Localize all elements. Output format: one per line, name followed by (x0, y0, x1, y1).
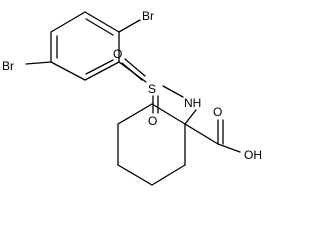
carbonyl-oxygen-label: O (213, 105, 222, 119)
sulfonyl-oxygen-left-label: O (113, 47, 122, 61)
cyclohexane-ring (117, 103, 186, 186)
structure-diagram: Br Br S O O NH O OH (2, 9, 262, 186)
bromine-top-label: Br (142, 9, 154, 23)
sulfur-label: S (148, 82, 156, 96)
sulfonyl-oxygen-bottom-label: O (148, 114, 157, 128)
carboxyl-bonds (184, 119, 241, 153)
sulfonyl-bonds (118, 58, 197, 125)
nh-label: NH (184, 96, 201, 110)
benzene-ring (50, 11, 120, 81)
hydroxyl-label: OH (244, 148, 262, 162)
bromine-left-label: Br (2, 59, 14, 73)
bromine-bonds (25, 19, 141, 65)
